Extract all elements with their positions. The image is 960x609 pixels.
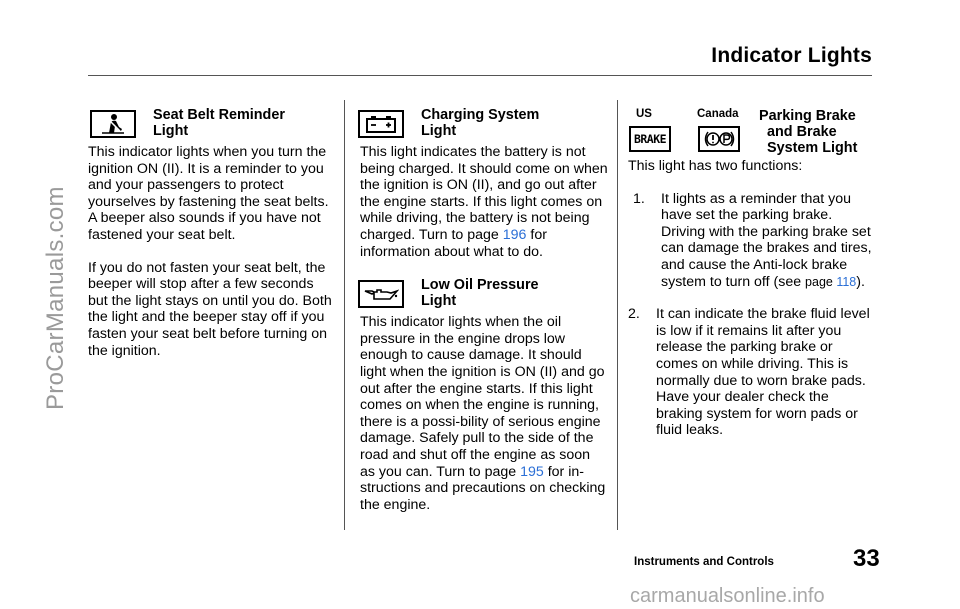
column-divider-1 [344,100,345,530]
seatbelt-title-line1: Seat Belt Reminder [153,107,285,123]
brake-item2-text: It can indicate the brake fluid level is… [656,306,870,439]
footer-section-name: Instruments and Controls [634,556,774,568]
brake-list-item-2: 2. It can indicate the brake fluid level… [628,306,874,439]
brake-label-us: US [636,108,652,120]
brake-title-line3: System Light [767,140,858,156]
brake-item1-page-word: page [805,274,837,289]
brake-title: Parking Brake and Brake System Light [759,108,857,156]
brake-circle-p-icon [698,126,740,152]
brake-title-line2: and Brake [767,124,837,140]
oil-text-before: This indicator lights when the oil press… [360,314,605,480]
oil-can-icon [358,280,404,309]
seatbelt-paragraph-2: If you do not fasten your seat belt, the… [88,259,332,359]
charging-text-after: for information about what to do. [360,226,547,260]
charging-heading: Charging System Light [358,104,608,142]
brake-heading: US Canada BRAKE Parking Brake and Brake … [629,104,874,156]
page-title: Indicator Lights [711,44,872,67]
brake-label-canada: Canada [697,108,739,120]
watermark-left: ProCarManuals.com [42,186,69,410]
seatbelt-title-line2: Light [153,123,189,139]
charging-paragraph: This light indicates the battery is not … [360,144,608,260]
watermark-bottom: carmanualsonline.info [630,585,825,607]
charging-title-line1: Charging System [421,107,540,123]
battery-icon [358,110,404,138]
column-divider-2 [617,100,618,530]
brake-item1-text-after: ). [856,273,865,290]
oil-paragraph: This indicator lights when the oil press… [360,314,608,513]
brake-title-line1: Parking Brake [759,108,856,124]
title-rule [88,75,872,76]
oil-heading: Low Oil Pressure Light [358,274,608,312]
brake-list-item-1: 1. It lights as a reminder that you have… [633,191,874,291]
brake-item1-text: It lights as a reminder that you have se… [661,190,872,290]
column-seatbelt: Seat Belt Reminder Light This indicator … [88,104,334,359]
charging-page-link[interactable]: 196 [502,226,527,243]
oil-title-line1: Low Oil Pressure [421,277,539,294]
brake-item1-page-link[interactable]: 118 [836,274,857,289]
seatbelt-paragraph-1: This indicator lights when you turn the … [88,144,329,243]
seatbelt-person-icon [90,110,136,138]
oil-text-after: for in-structions and precautions on che… [360,463,606,513]
brake-text-icon: BRAKE [629,126,671,152]
charging-text-before: This light indicates the battery is not … [360,144,608,243]
charging-title-line2: Light [421,123,457,139]
column-charging-oil: Charging System Light This light indicat… [358,104,608,513]
charging-title: Charging System Light [421,107,539,139]
brake-item1-number: 1. [633,190,645,207]
column-brake: US Canada BRAKE Parking Brake and Brake … [628,104,874,439]
oil-title: Low Oil Pressure Light [421,277,539,309]
seatbelt-heading: Seat Belt Reminder Light [90,104,334,142]
footer-page-number: 33 [853,545,880,572]
brake-item2-number: 2. [628,306,640,323]
brake-region-labels: US Canada [629,106,744,120]
brake-intro: This light has two functions: [628,158,803,174]
oil-page-link[interactable]: 195 [520,463,544,480]
oil-title-line2: Light [421,293,457,310]
seatbelt-title: Seat Belt Reminder Light [153,107,285,139]
